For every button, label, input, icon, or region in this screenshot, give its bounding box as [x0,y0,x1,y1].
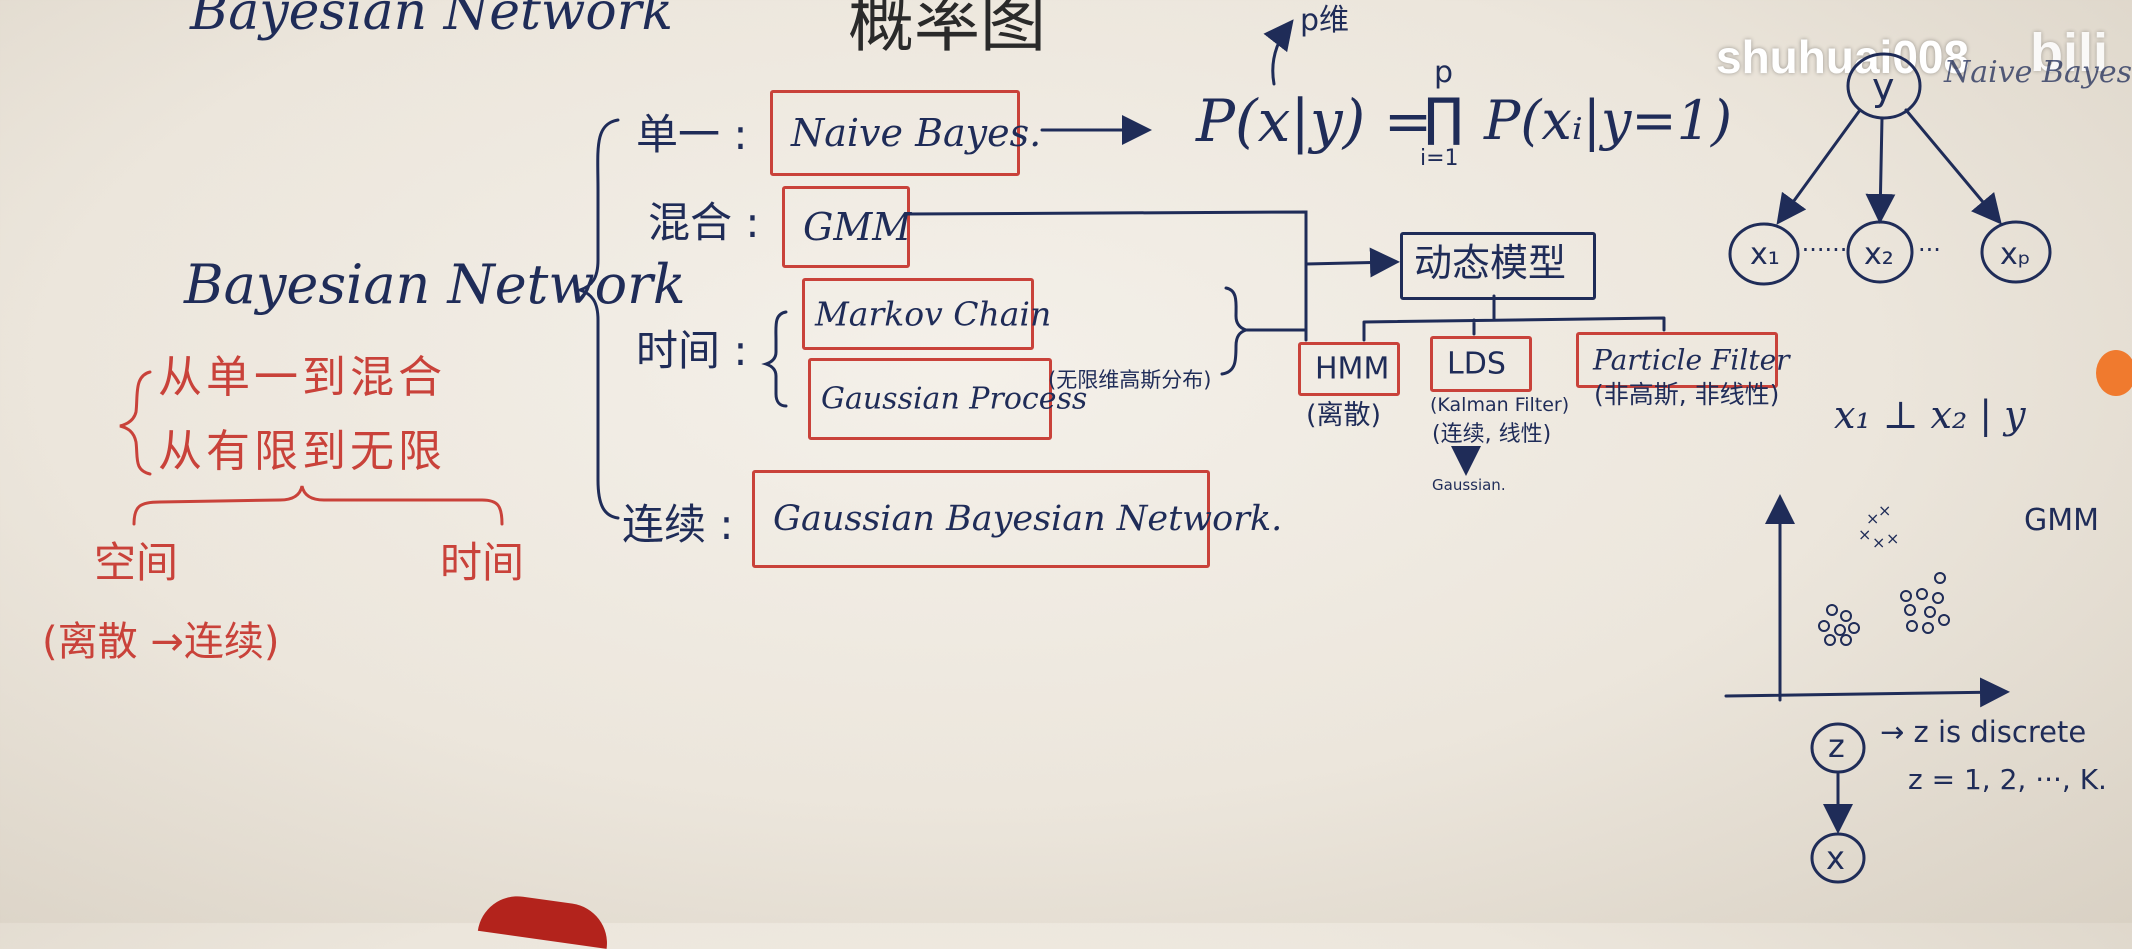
z-node-label: z [1828,727,1845,765]
branch-continuous-label: 连续 : [622,500,734,549]
svg-text:×: × [1886,529,1899,548]
gaussian-process-note: (无限维高斯分布) [1048,368,1212,392]
time-brace [761,310,788,408]
lds-label: LDS [1447,346,1506,382]
bilibili-logo: bili [2030,23,2108,83]
orange-magnet [2096,350,2132,396]
gaussian-bayesian-network-label: Gaussian Bayesian Network. [773,499,1283,539]
naive-bayes-label: Naive Bayes. [791,111,1042,155]
independence-statement: x₁ ⊥ x₂ | y [1834,393,2026,437]
left-discrete-to-continuous: (离散 →连续) [42,619,280,665]
edge-y-x1 [1776,108,1862,225]
x1-node-label: x₁ [1750,237,1780,272]
formula-rhs: P(xᵢ|y=1) [1484,89,1733,152]
branch-mixed-label: 混合 : [648,198,760,247]
dynamic-tree [1362,294,1666,342]
left-space-label: 空间 [94,538,179,587]
dynamic-model-title: 动态模型 [1414,241,1567,285]
edge-y-xp [1904,108,2002,225]
red-brace-left [119,370,152,476]
formula-lhs: P(x|y) = [1196,87,1433,155]
lds-note-2: (连续, 线性) [1432,422,1552,447]
root-caption: Naive Bayes [1944,55,2132,90]
svg-text:×: × [1858,525,1871,544]
hmm-label: HMM [1315,351,1390,387]
node-z [1810,722,1866,774]
gmm-caption: GMM [2024,503,2100,538]
x-node-label: x [1826,839,1845,877]
lds-note-3: Gaussian. [1432,476,1506,494]
dynamic-model-box [1400,232,1596,300]
watermark-text: shuhuai008 [1716,31,1970,83]
branch-time-label: 时间 : [636,326,748,375]
gmm-connector [904,210,1308,342]
node-xp [1980,220,2052,284]
top-left-title: Bayesian Network [190,0,674,42]
naive-bayes-box: Naive Bayes. [770,90,1041,176]
x2-node-label: x₂ [1864,237,1894,272]
root-node-label: y [1872,65,1895,109]
gmm-label: GMM [803,205,912,249]
lds-box: LDS [1430,336,1532,392]
dots-1: ······· [1794,236,1848,264]
z-note-2: z = 1, 2, ···, K. [1908,763,2107,796]
node-x2 [1846,220,1914,284]
particle-filter-note: (非高斯, 非线性) [1594,380,1780,409]
main-brace [575,118,620,520]
node-x1 [1728,222,1800,286]
hmm-box: HMM [1298,342,1400,396]
svg-text:×: × [1872,533,1885,552]
svg-text:×: × [1866,509,1879,528]
left-time-label: 时间 [440,538,525,587]
gmm-x-points: ××× ×× [1858,501,1899,552]
gaussian-process-box: Gaussian Process [808,358,1087,440]
left-main-label: Bayesian Network [184,253,686,316]
to-dynamic-arrow [1304,247,1400,278]
formula-prod-symbol: ∏ [1424,88,1464,148]
gaussian-process-label: Gaussian Process [821,381,1088,417]
edge-y-x2 [1865,116,1896,224]
left-line-2: 从有限到无限 [158,426,446,477]
particle-filter-box: Particle Filter [1576,332,1790,388]
markov-chain-label: Markov Chain [815,294,1052,334]
lds-note-1: (Kalman Filter) [1430,394,1570,416]
hmm-note: (离散) [1306,400,1382,431]
gmm-x-axis [1724,677,2010,708]
gmm-clusters [1818,572,1950,646]
formula-prod-top: p [1434,55,1454,90]
node-y [1846,52,1922,120]
drawing-strokes: ××× ×× [119,19,2052,884]
formula-prod-bottom: i=1 [1420,146,1459,171]
svg-text:×: × [1878,501,1891,520]
markov-gp-brace [1220,286,1251,376]
xp-node-label: xₚ [2000,237,2031,272]
p-dim-arrow [1263,19,1294,86]
branch-single-label: 单一 : [636,110,748,159]
p-dim-note: p维 [1300,3,1350,38]
markov-chain-box: Markov Chain [802,278,1051,350]
center-title: 概率图 [848,0,1046,61]
particle-filter-label: Particle Filter [1593,343,1790,377]
z-note-1: → z is discrete [1880,715,2087,749]
gaussian-bayesian-network-box: Gaussian Bayesian Network. [752,470,1282,568]
dots-2: ··· [1918,236,1941,264]
gmm-box: GMM [782,186,912,268]
left-line-1: 从单一到混合 [158,352,446,403]
node-x [1810,832,1866,884]
red-bracket-under [132,485,504,526]
